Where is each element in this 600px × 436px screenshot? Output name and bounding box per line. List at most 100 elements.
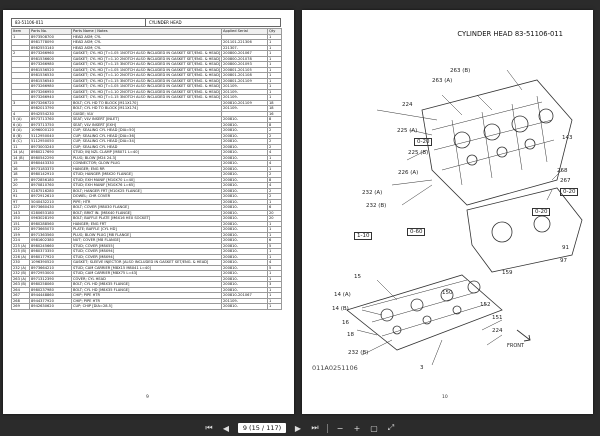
section-code: 83-51106-011 bbox=[12, 19, 146, 26]
callout-91: 91 bbox=[562, 245, 569, 251]
callout-225b: 225 (B) bbox=[408, 150, 429, 156]
callout-18: 18 bbox=[347, 332, 354, 338]
callout-3: 3 bbox=[420, 365, 424, 371]
callout-232a: 232 (A) bbox=[362, 190, 383, 196]
table-cell: GASKET; CYL HD [T=1.05 1NOTCH ALSO INCLU… bbox=[71, 66, 222, 73]
next-page-icon[interactable]: ▶ bbox=[294, 423, 302, 433]
table-cell: 16 bbox=[267, 110, 282, 117]
table-cell: GASKET; CYL HD [T=1.15 3NOTCH ALSO INCLU… bbox=[71, 77, 222, 84]
table-cell: 3 bbox=[267, 281, 282, 288]
table-cell: 1 bbox=[267, 303, 282, 310]
catalog-page-right: CYLINDER HEAD 83-51106-011 bbox=[302, 10, 593, 414]
table-cell: 4 bbox=[267, 259, 282, 266]
zoom-out-icon[interactable]: − bbox=[336, 423, 344, 433]
callout-267: 267 bbox=[560, 178, 571, 184]
callout-97: 97 bbox=[560, 258, 567, 264]
torque-box-2: 0-20 bbox=[560, 188, 579, 196]
table-cell: 1 bbox=[267, 83, 282, 90]
table-cell: 1 bbox=[267, 66, 282, 73]
table-cell: GASKET; SLEEVE INJECTOR [ALSO INCLUDED I… bbox=[71, 259, 222, 266]
table-cell: 18 bbox=[267, 99, 282, 106]
cylinder-head-lower-outline bbox=[346, 274, 503, 351]
toolbar-divider bbox=[327, 423, 328, 433]
table-cell: 1 bbox=[267, 297, 282, 304]
table-cell: 200810- bbox=[221, 303, 268, 310]
fit-page-icon[interactable]: ▢ bbox=[370, 423, 378, 433]
page-number-left: 9 bbox=[146, 395, 149, 400]
callout-268: 268 bbox=[557, 168, 568, 174]
table-cell: 8 bbox=[267, 121, 282, 128]
table-cell: 1 bbox=[267, 292, 282, 299]
callout-224: 224 bbox=[402, 102, 413, 108]
parts-table: Item Parts No. Parts Name / Notes Applie… bbox=[11, 28, 282, 310]
cylinder-block-outline bbox=[466, 187, 583, 273]
table-cell: 1 bbox=[267, 94, 282, 101]
diagram-title: CYLINDER HEAD 83-51106-011 bbox=[457, 30, 563, 38]
table-cell: 8 bbox=[267, 116, 282, 123]
table-cell: GASKET; CYL HD [T=1.05 1NOTCH ALSO INCLU… bbox=[71, 83, 222, 90]
callout-15: 15 bbox=[354, 274, 361, 280]
callout-224-lower: 224 bbox=[492, 328, 503, 334]
torque-box-5: 0-60 bbox=[407, 228, 426, 236]
table-cell: GASKET; CYL HD [T=1.05 1NOTCH ALSO INCLU… bbox=[71, 50, 222, 57]
last-page-icon[interactable]: ⏭ bbox=[311, 423, 319, 432]
callout-226a: 226 (A) bbox=[398, 170, 419, 176]
callout-150: 150 bbox=[442, 290, 453, 296]
table-cell: GASKET; CYL HD [T=1.15 3NOTCH ALSO INCLU… bbox=[71, 94, 222, 101]
torque-box-1: 0-20 bbox=[414, 138, 433, 146]
table-cell: 5 bbox=[267, 264, 282, 271]
callout-225a: 225 (A) bbox=[397, 128, 418, 134]
callout-152: 152 bbox=[480, 302, 491, 308]
zoom-in-icon[interactable]: + bbox=[353, 423, 361, 433]
page-number-field[interactable]: 9 (15 / 117) bbox=[238, 423, 286, 433]
page-number-right: 10 bbox=[442, 395, 448, 400]
table-cell: 1 bbox=[267, 88, 282, 95]
callout-151: 151 bbox=[492, 315, 503, 321]
fullscreen-icon[interactable]: ⤢ bbox=[387, 423, 395, 432]
torque-box-3: 0-20 bbox=[532, 208, 551, 216]
callout-16: 16 bbox=[342, 320, 349, 326]
catalog-page-left: 83-51106-011 CYLINDER HEAD Item Parts No… bbox=[3, 10, 294, 414]
first-page-icon[interactable]: ⏮ bbox=[205, 423, 213, 432]
table-cell: GASKET; CYL HD [T=1.10 2NOTCH ALSO INCLU… bbox=[71, 88, 222, 95]
callout-14b: 14 (B) bbox=[332, 306, 349, 312]
table-cell: 1 bbox=[267, 61, 282, 68]
table-cell: 18 bbox=[267, 105, 282, 112]
table-cell: GASKET; CYL HD [T=1.10 2NOTCH ALSO INCLU… bbox=[71, 72, 222, 79]
table-cell: GASKET; CYL HD [T=1.15 3NOTCH ALSO INCLU… bbox=[71, 61, 222, 68]
viewer-toolbar: ⏮ ◀ 9 (15 / 117) ▶ ⏭ − + ▢ ⤢ bbox=[0, 420, 600, 436]
torque-box-4: 1-10 bbox=[354, 232, 373, 240]
callout-232b-lower: 232 (B) bbox=[348, 350, 369, 356]
section-title: CYLINDER HEAD bbox=[149, 20, 182, 25]
callout-263b: 263 (B) bbox=[450, 68, 471, 74]
prev-page-icon[interactable]: ◀ bbox=[222, 423, 230, 433]
table-cell: CUP; CHIP [DIA=28.5] bbox=[71, 303, 222, 310]
callout-263a: 263 (A) bbox=[432, 78, 453, 84]
table-cell: 1 bbox=[267, 270, 282, 277]
callout-14a: 14 (A) bbox=[334, 292, 351, 298]
callout-143: 143 bbox=[562, 135, 573, 141]
table-cell: 269 bbox=[11, 303, 30, 310]
table-cell: 8942630620 bbox=[29, 303, 72, 310]
table-cell: 1 bbox=[267, 275, 282, 282]
cylinder-head-outline bbox=[421, 79, 573, 206]
callout-159: 159 bbox=[502, 270, 513, 276]
